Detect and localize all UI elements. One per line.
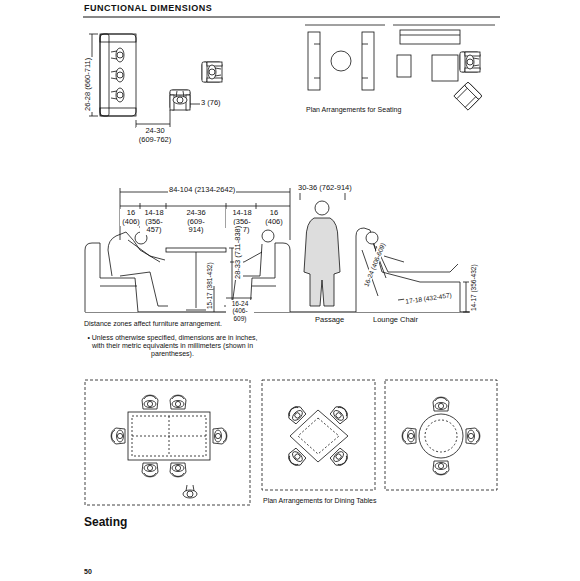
plan-caption: Plan Arrangements for Dining Tables — [262, 497, 378, 505]
dimension: 3 (76) — [200, 99, 222, 108]
note: Distance zones affect furniture arrangem… — [83, 320, 223, 328]
dimension: 16 (406) — [262, 209, 286, 226]
dimension: 26-28 (660-711) — [84, 57, 93, 112]
plan-caption: Plan Arrangements for Seating — [305, 106, 402, 114]
dimension: 24-36 (609-914) — [180, 209, 212, 235]
dimension: 14-17 (356-432) — [470, 263, 477, 312]
page-number: 50 — [83, 568, 93, 576]
dimension: 24-30 (609-762) — [136, 127, 174, 144]
dimension: 14-18 (356-457) — [140, 209, 168, 235]
dimension: 16 (406) — [120, 209, 142, 226]
dimension: 84-104 (2134-2642) — [168, 186, 236, 195]
figure-label: Lounge Chair — [372, 316, 419, 325]
dimension: 16-24 (406-609) — [226, 300, 254, 322]
figure-label: Passage — [314, 316, 345, 325]
dimension: 15-17 (381-432) — [206, 261, 213, 310]
section-heading: Seating — [83, 516, 128, 530]
dimension: 28-33 (711-838) — [234, 225, 243, 280]
dimension: 30-36 (762-914) — [297, 184, 353, 193]
page-title: FUNCTIONAL DIMENSIONS — [83, 3, 213, 13]
note: • Unless otherwise specified, dimensions… — [84, 334, 261, 358]
